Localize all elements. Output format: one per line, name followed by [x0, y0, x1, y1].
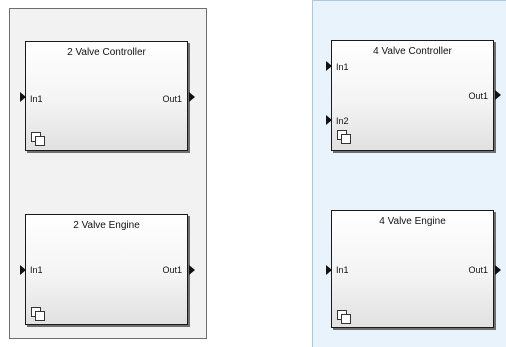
- block-title: 4 Valve Controller: [373, 46, 452, 57]
- block-4-valve-engine[interactable]: 4 Valve Engine In1 Out1: [331, 210, 494, 328]
- inport-arrow-icon[interactable]: [20, 92, 26, 102]
- inport-label-in1: In1: [336, 265, 349, 275]
- block-4-valve-controller[interactable]: 4 Valve Controller In1 In2 Out1: [331, 40, 494, 151]
- block-title: 2 Valve Controller: [67, 47, 146, 58]
- outport-label-out1: Out1: [468, 91, 488, 101]
- outport-arrow-icon[interactable]: [189, 92, 195, 102]
- outport-label-out1: Out1: [162, 94, 182, 104]
- inport-arrow-icon[interactable]: [326, 61, 332, 71]
- inport-label-in1: In1: [336, 62, 349, 72]
- block-title: 2 Valve Engine: [73, 220, 140, 231]
- outport-arrow-icon[interactable]: [189, 265, 195, 275]
- inport-label-in2: In2: [336, 116, 349, 126]
- outport-arrow-icon[interactable]: [495, 90, 501, 100]
- inport-label-in1: In1: [30, 94, 43, 104]
- block-title: 4 Valve Engine: [379, 216, 446, 227]
- inport-arrow-icon[interactable]: [20, 265, 26, 275]
- inport-label-in1: In1: [30, 265, 43, 275]
- inport-arrow-icon[interactable]: [326, 115, 332, 125]
- subsystem-icon: [337, 310, 351, 324]
- block-2-valve-controller[interactable]: 2 Valve Controller In1 Out1: [25, 41, 188, 151]
- subsystem-icon: [337, 130, 351, 144]
- inport-arrow-icon[interactable]: [326, 265, 332, 275]
- outport-label-out1: Out1: [162, 265, 182, 275]
- subsystem-icon: [31, 307, 45, 321]
- subsystem-icon: [31, 132, 45, 146]
- outport-label-out1: Out1: [468, 265, 488, 275]
- block-2-valve-engine[interactable]: 2 Valve Engine In1 Out1: [25, 214, 188, 325]
- outport-arrow-icon[interactable]: [495, 265, 501, 275]
